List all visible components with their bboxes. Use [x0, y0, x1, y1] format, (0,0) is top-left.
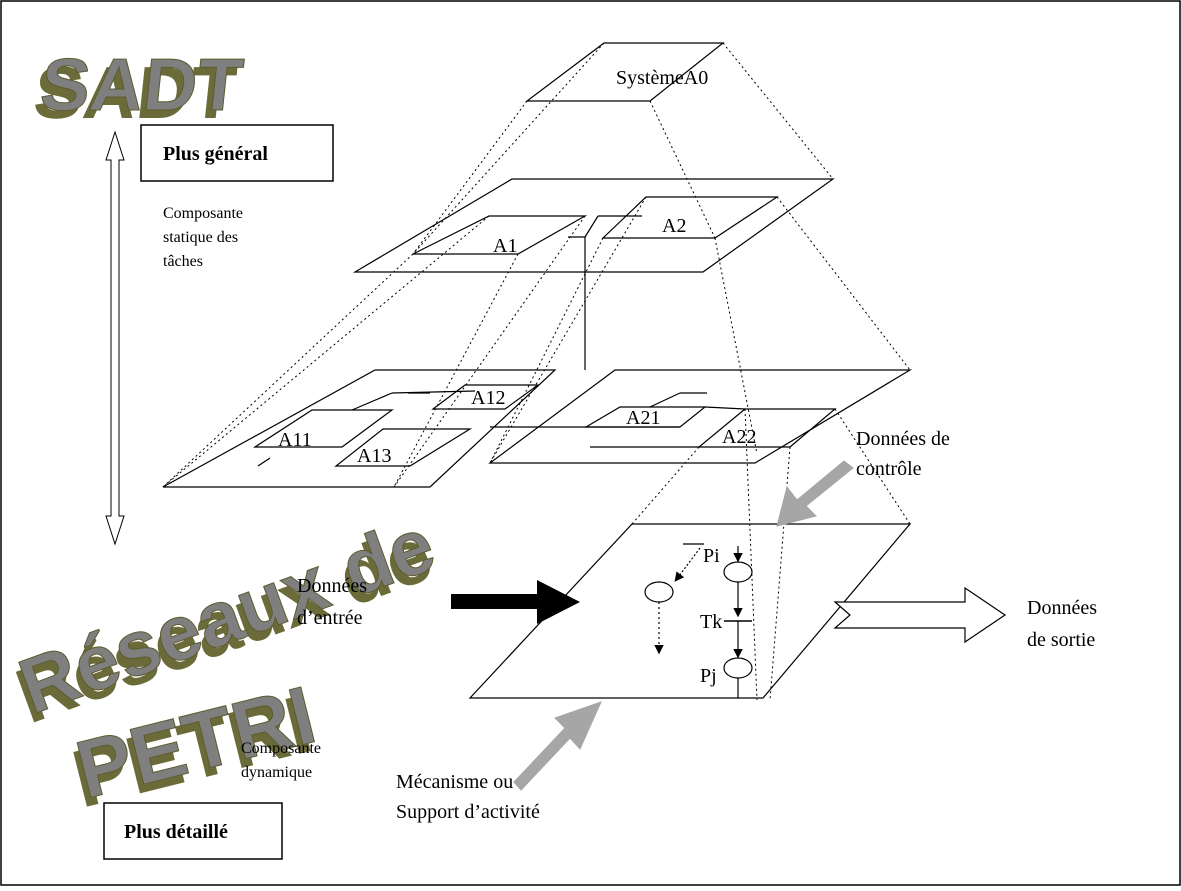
input-label-line1: Données — [297, 575, 367, 597]
static-component-line3: tâches — [163, 253, 203, 270]
level2-label-a22: A22 — [722, 426, 756, 448]
level2-plane-left — [162, 369, 557, 488]
petri-place-pj — [723, 657, 753, 679]
petri-logo: Réseaux de Réseaux de PETRI PETRI — [5, 499, 446, 825]
petri-place-pi — [723, 561, 753, 583]
control-arrow — [776, 460, 854, 527]
control-label-line2: contrôle — [856, 458, 922, 480]
level2-box-a22 — [697, 408, 837, 448]
sadt-logo: SADT SADT — [30, 43, 247, 134]
projection-2-3 — [631, 408, 911, 701]
static-component-line1: Composante — [163, 205, 243, 222]
mechanism-label-line1: Mécanisme ou — [396, 771, 513, 793]
dynamic-component-line1: Composante — [241, 740, 321, 757]
input-arrow — [451, 580, 580, 624]
output-label-line1: Données — [1027, 597, 1097, 619]
input-label-line2: d’entrée — [297, 607, 363, 629]
level3-petri-plane — [468, 523, 912, 699]
petri-place-unnamed — [644, 581, 674, 603]
mechanism-arrow — [513, 701, 602, 791]
level1-plane — [352, 178, 835, 273]
level2-label-a11: A11 — [278, 429, 312, 451]
projection-1-2 — [162, 196, 911, 488]
sadt-logo-text: SADT — [37, 43, 247, 126]
mechanism-label-line2: Support d’activité — [396, 801, 540, 823]
output-arrow — [833, 586, 1007, 644]
level1-box-a2 — [601, 196, 779, 239]
level2-plane-right — [488, 369, 913, 464]
petri-label-pi: Pi — [703, 545, 720, 567]
general-box — [140, 124, 334, 182]
detail-box — [103, 802, 283, 860]
static-component-line2: statique des — [163, 229, 238, 246]
scale-double-arrow — [105, 130, 125, 546]
projection-0-1 — [412, 42, 834, 255]
control-label-line1: Données de — [856, 428, 950, 450]
level2-label-a13: A13 — [357, 445, 391, 467]
level2-box-a11 — [252, 409, 394, 448]
dynamic-component-line2: dynamique — [241, 764, 312, 781]
level1-link — [568, 215, 642, 238]
level2-label-a21: A21 — [626, 407, 660, 429]
general-box-label: Plus général — [163, 143, 268, 165]
level1-label-a2: A2 — [662, 215, 686, 237]
level2-label-a12: A12 — [471, 387, 505, 409]
level0-label: SystèmeA0 — [616, 67, 708, 89]
level1-label-a1: A1 — [493, 235, 517, 257]
sadt-logo-shadow: SADT — [30, 51, 240, 134]
detail-box-label: Plus détaillé — [124, 821, 228, 843]
level2-box-a13 — [334, 428, 473, 467]
level2-box-a12 — [431, 384, 540, 410]
petri-label-tk: Tk — [700, 611, 722, 633]
petri-net: Pi Tk Pj — [644, 543, 753, 698]
output-label-line2: de sortie — [1027, 629, 1095, 651]
petri-label-pj: Pj — [700, 665, 717, 687]
level2-left-links — [257, 390, 476, 467]
level2-right-links — [490, 392, 746, 448]
